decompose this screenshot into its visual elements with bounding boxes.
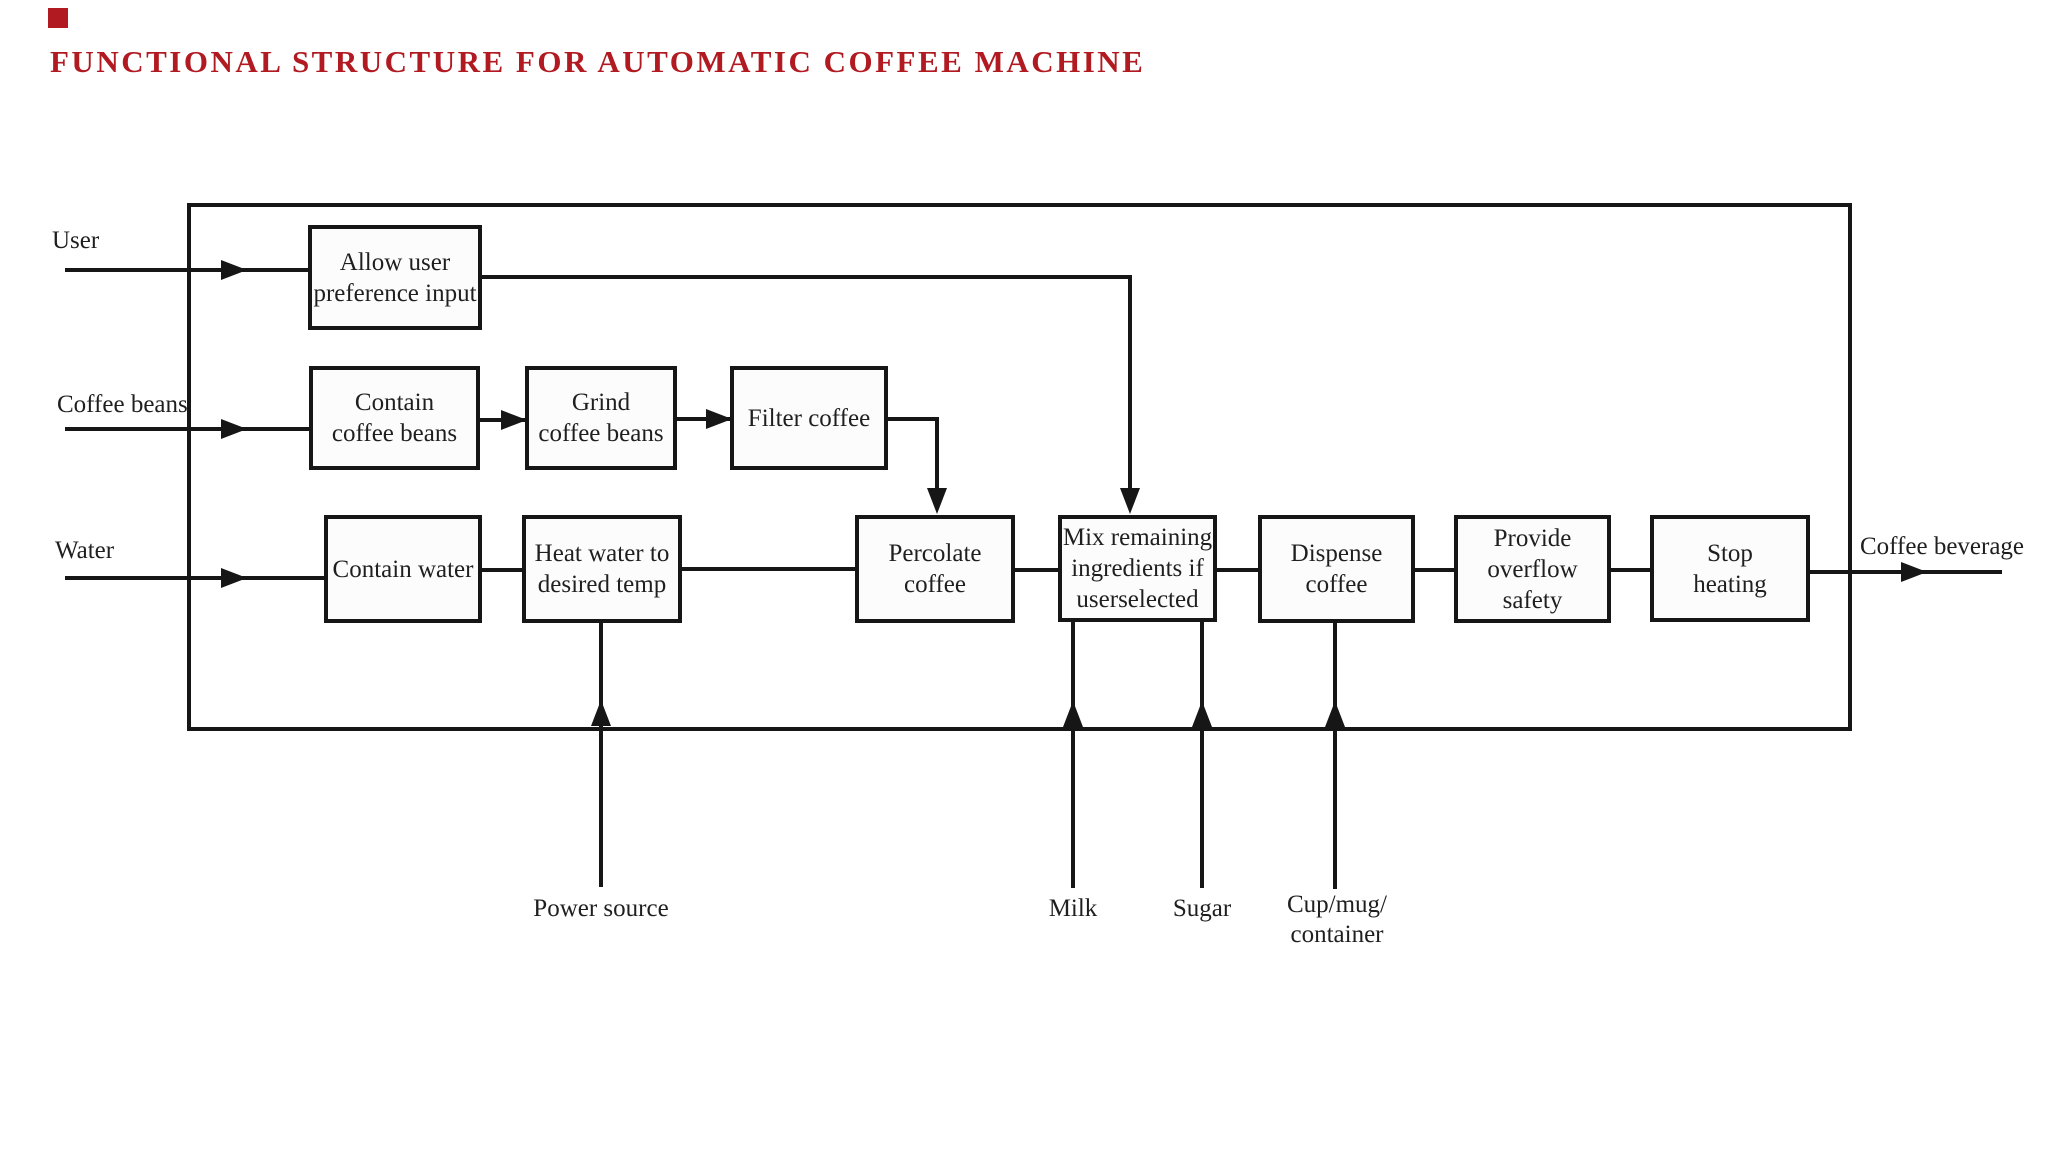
box-label-line: userselected	[1076, 586, 1199, 613]
box-label-line: Dispense	[1290, 540, 1383, 567]
box-provide-overflow-safety: Provide overflow safety	[1454, 515, 1611, 623]
flow-line-milk	[1071, 622, 1075, 888]
arrowhead-contain-to-grind-icon	[501, 410, 527, 430]
box-label-line: Mix remaining	[1062, 524, 1213, 551]
box-label-line: Percolate	[888, 540, 982, 567]
arrowhead-user-input-icon	[221, 260, 247, 280]
box-label-line: preference input	[313, 279, 477, 307]
flow-line-mix-to-dispense	[1217, 568, 1260, 572]
flow-line-filter-vertical	[935, 417, 939, 492]
box-label-line: ingredients if	[1071, 555, 1204, 582]
flow-line-grind-to-filter	[677, 417, 732, 421]
box-label-line: coffee beans	[331, 420, 458, 447]
output-label-coffee-beverage: Coffee beverage	[1860, 533, 2025, 560]
flow-line-heat-to-percolate	[682, 567, 857, 571]
flow-line-coffee-beans-input	[65, 427, 309, 431]
box-grind-coffee-beans: Grind coffee beans	[525, 366, 677, 470]
arrowhead-water-input-icon	[221, 568, 247, 588]
flow-line-water-to-heat	[482, 568, 524, 572]
arrowhead-preference-to-mix-icon	[1120, 488, 1140, 514]
flow-line-user-input	[65, 268, 308, 272]
box-label-line: Grind	[571, 389, 631, 416]
box-heat-water: Heat water to desired temp	[522, 515, 682, 623]
flow-line-water-input	[65, 576, 324, 580]
arrowhead-grind-to-filter-icon	[706, 409, 732, 429]
system-boundary	[187, 203, 1852, 731]
box-label-line: safety	[1502, 586, 1563, 614]
input-label-user: User	[52, 227, 100, 254]
input-label-water: Water	[55, 537, 115, 564]
arrowhead-sugar-icon	[1192, 701, 1212, 727]
box-contain-coffee-beans: Contain coffee beans	[309, 366, 480, 470]
arrowhead-power-source-icon	[591, 700, 611, 726]
flow-line-cup-mug	[1333, 623, 1337, 889]
box-label-line: Stop	[1707, 539, 1753, 567]
input-label-coffee-beans: Coffee beans	[57, 391, 188, 418]
flow-line-provide-to-stop	[1611, 568, 1652, 572]
arrowhead-coffee-beans-input-icon	[221, 419, 247, 439]
bottom-label-milk: Milk	[1048, 895, 1098, 922]
flow-line-preference-horizontal	[482, 275, 1132, 279]
flow-line-power-source	[599, 623, 603, 887]
accent-square	[48, 8, 68, 28]
box-label-line: heating	[1693, 570, 1767, 598]
box-label-line: Filter coffee	[747, 404, 871, 432]
bottom-label-sugar: Sugar	[1172, 895, 1232, 922]
box-mix-remaining-ingredients: Mix remaining ingredients if userselecte…	[1058, 515, 1217, 622]
box-label-line: coffee	[1305, 571, 1368, 598]
box-label-line: coffee beans	[538, 420, 664, 447]
arrowhead-filter-to-percolate-icon	[927, 488, 947, 514]
flow-line-preference-vertical	[1128, 275, 1132, 493]
box-label-line: coffee	[904, 571, 966, 598]
box-allow-user-preference-input: Allow user preference input	[308, 225, 482, 330]
box-label-line: Contain water	[332, 555, 474, 583]
arrowhead-cup-mug-icon	[1325, 701, 1345, 727]
box-dispense-coffee: Dispense coffee	[1258, 515, 1415, 623]
flow-line-sugar	[1200, 622, 1204, 888]
page-title: FUNCTIONAL STRUCTURE FOR AUTOMATIC COFFE…	[50, 44, 1146, 79]
box-filter-coffee: Filter coffee	[730, 366, 888, 470]
box-label-line: Allow user	[339, 248, 451, 276]
bottom-label-line: container	[1290, 921, 1384, 948]
box-label-line: Provide	[1493, 524, 1572, 552]
flow-line-dispense-to-provide	[1415, 568, 1456, 572]
flow-line-percolate-to-mix	[1015, 568, 1060, 572]
box-label-line: Contain	[354, 389, 435, 416]
box-label-line: desired temp	[537, 571, 667, 598]
arrowhead-output-icon	[1901, 562, 1927, 582]
flow-line-filter-horizontal	[888, 417, 939, 421]
box-stop-heating: Stop heating	[1650, 515, 1810, 622]
box-contain-water: Contain water	[324, 515, 482, 623]
arrowhead-milk-icon	[1063, 701, 1083, 727]
bottom-label-line: Cup/mug/	[1286, 891, 1388, 918]
box-percolate-coffee: Percolate coffee	[855, 515, 1015, 623]
box-label-line: overflow	[1487, 555, 1578, 583]
bottom-label-cup-mug-container: Cup/mug/ container	[1287, 890, 1387, 950]
box-label-line: Heat water to	[534, 540, 670, 567]
bottom-label-power-source: Power source	[533, 895, 669, 922]
